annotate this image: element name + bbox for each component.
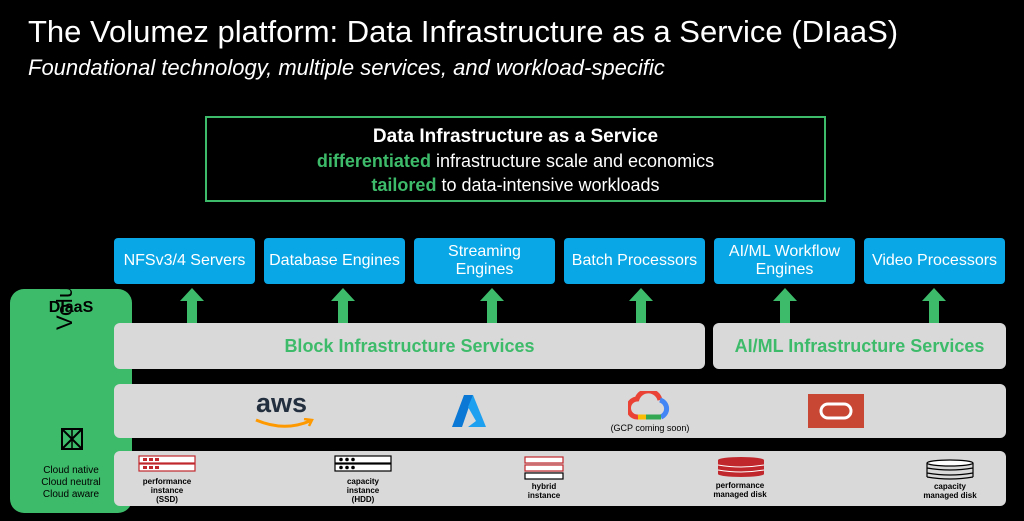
service-video: Video Processors xyxy=(864,238,1005,284)
hardware-label-line: managed disk xyxy=(713,490,767,499)
service-nfs: NFSv3/4 Servers xyxy=(114,238,255,284)
arrow-up-icon xyxy=(331,288,355,324)
diaas-line-2: tailored to data-intensive workloads xyxy=(207,173,824,197)
diaas-heading: Data Infrastructure as a Service xyxy=(372,126,659,147)
server-ssd-icon xyxy=(138,455,196,472)
volumez-logo-icon xyxy=(61,428,83,450)
diaas-highlight-2: tailored xyxy=(371,175,437,195)
service-aiml-workflow: AI/ML Workflow Engines xyxy=(714,238,855,284)
hardware-label-line: capacity xyxy=(346,477,380,486)
aws-logo: aws xyxy=(256,388,308,418)
cloud-native-label: Cloud native xyxy=(43,465,99,476)
diaas-side-panel: DIaaS xyxy=(10,289,132,513)
cloud-providers-bar xyxy=(114,384,1006,438)
arrow-up-icon xyxy=(773,288,797,324)
arrow-up-icon xyxy=(629,288,653,324)
cloud-qualities: Cloud native Cloud neutral Cloud aware xyxy=(10,465,132,501)
hardware-label-line: performance xyxy=(142,477,192,486)
hardware-item: performance instance (SSD) xyxy=(127,477,207,504)
diaas-box: Data Infrastructure as a Service differe… xyxy=(205,116,826,202)
hardware-label-line: instance xyxy=(346,486,380,495)
hardware-item: performance managed disk xyxy=(700,481,780,499)
hardware-label-line: (SSD) xyxy=(156,495,178,504)
block-infra-label: Block Infrastructure Services xyxy=(284,336,535,356)
hardware-label-line: managed disk xyxy=(923,491,977,500)
server-hybrid-icon xyxy=(524,456,564,480)
aws-smile-icon xyxy=(255,418,314,428)
aiml-infra-bar xyxy=(713,323,1006,369)
hardware-item: capacity managed disk xyxy=(910,482,990,500)
azure-logo-icon xyxy=(452,395,486,427)
hardware-label-line: capacity xyxy=(933,482,967,491)
hardware-label-line: instance xyxy=(527,491,561,500)
hardware-label-line: instance xyxy=(150,486,184,495)
cloud-neutral-label: Cloud neutral xyxy=(41,477,101,488)
hardware-label-line: performance xyxy=(715,481,765,490)
gcp-logo-icon xyxy=(628,391,670,420)
diaas-line-2-text: to data-intensive workloads xyxy=(436,175,660,195)
page-title: The Volumez platform: Data Infrastructur… xyxy=(28,14,899,49)
diaas-line-1: differentiated infrastructure scale and … xyxy=(207,149,824,173)
diaas-line-1-text: infrastructure scale and economics xyxy=(430,151,715,171)
volumez-logo-text: Volumez xyxy=(52,242,77,330)
cloud-aware-label: Cloud aware xyxy=(42,489,100,500)
managed-disk-black-icon xyxy=(926,459,974,480)
gcp-note: (GCP coming soon) xyxy=(610,423,690,433)
page-subtitle: Foundational technology, multiple servic… xyxy=(28,55,665,80)
hardware-item: capacity instance (HDD) xyxy=(323,477,403,504)
service-streaming: Streaming Engines xyxy=(414,238,555,284)
arrow-up-icon xyxy=(922,288,946,324)
oracle-logo-icon xyxy=(808,394,864,428)
service-batch: Batch Processors xyxy=(564,238,705,284)
diaas-highlight-1: differentiated xyxy=(316,151,431,171)
hardware-item: hybrid instance xyxy=(504,482,584,500)
hardware-label-line: hybrid xyxy=(531,482,557,491)
service-database: Database Engines xyxy=(264,238,405,284)
block-infra-bar xyxy=(114,323,705,369)
arrow-up-icon xyxy=(480,288,504,324)
server-hdd-icon xyxy=(334,455,392,472)
aiml-infra-label: AI/ML Infrastructure Services xyxy=(734,336,985,356)
hardware-label-line: (HDD) xyxy=(351,495,375,504)
arrow-up-icon xyxy=(180,288,204,324)
side-panel-title: DIaaS xyxy=(48,299,94,316)
managed-disk-red-icon xyxy=(717,457,765,477)
